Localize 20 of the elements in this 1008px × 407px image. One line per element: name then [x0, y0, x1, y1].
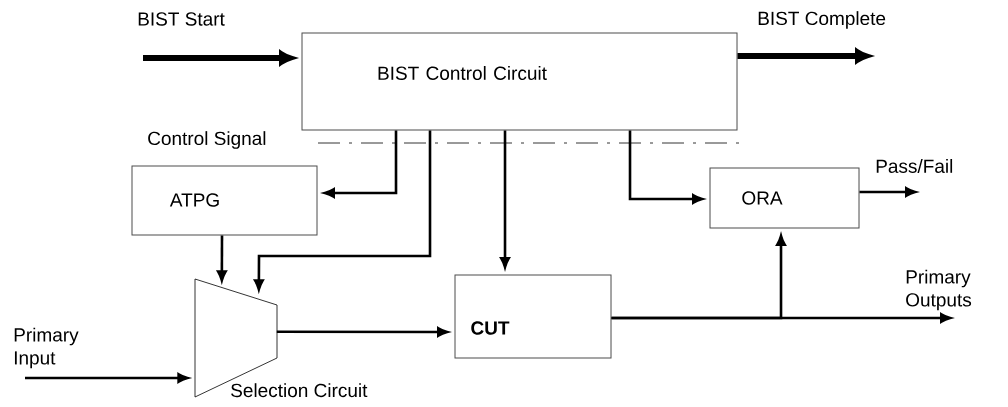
arrow	[216, 235, 227, 282]
block-caption: Selection Circuit	[231, 383, 368, 398]
arrow	[253, 130, 432, 291]
arrow	[611, 313, 952, 323]
arrow	[276, 327, 449, 337]
edge-label: BIST Complete	[758, 11, 886, 29]
block-box: BIST Control Circuit	[301, 32, 738, 131]
edge-label: Primary Input	[14, 327, 79, 369]
block-box: ATPG	[131, 165, 318, 236]
arrow	[25, 373, 189, 383]
arrow	[628, 130, 704, 204]
edge-label: BIST Start	[138, 12, 225, 26]
block-box: CUT	[454, 274, 612, 359]
edge-label: Primary Outputs	[906, 269, 972, 311]
edge-label: Pass/Fail	[876, 159, 953, 173]
arrow	[323, 130, 398, 198]
arrow	[859, 187, 917, 197]
arrow	[500, 130, 510, 269]
block-box: ORA	[709, 167, 860, 229]
signal-label: Control Signal	[148, 131, 266, 149]
